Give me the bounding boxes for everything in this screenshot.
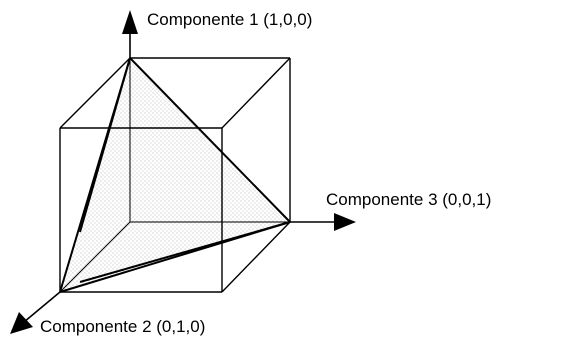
axis-component-2 (23, 291, 61, 323)
axis-component-1-arrow-icon (122, 10, 138, 34)
label-component-1: Componente 1 (1,0,0) (147, 10, 313, 29)
shaded-triangle-face (60, 58, 290, 292)
axis-component-3-arrow-icon (334, 213, 356, 231)
cube-hidden-edges (59, 58, 290, 293)
label-component-2: Componente 2 (0,1,0) (40, 317, 206, 336)
axis-component-2-arrow-icon (10, 312, 33, 334)
label-component-3: Componente 3 (0,0,1) (326, 190, 492, 209)
cube-edges (59, 57, 291, 293)
triangle-edges (59, 57, 291, 293)
